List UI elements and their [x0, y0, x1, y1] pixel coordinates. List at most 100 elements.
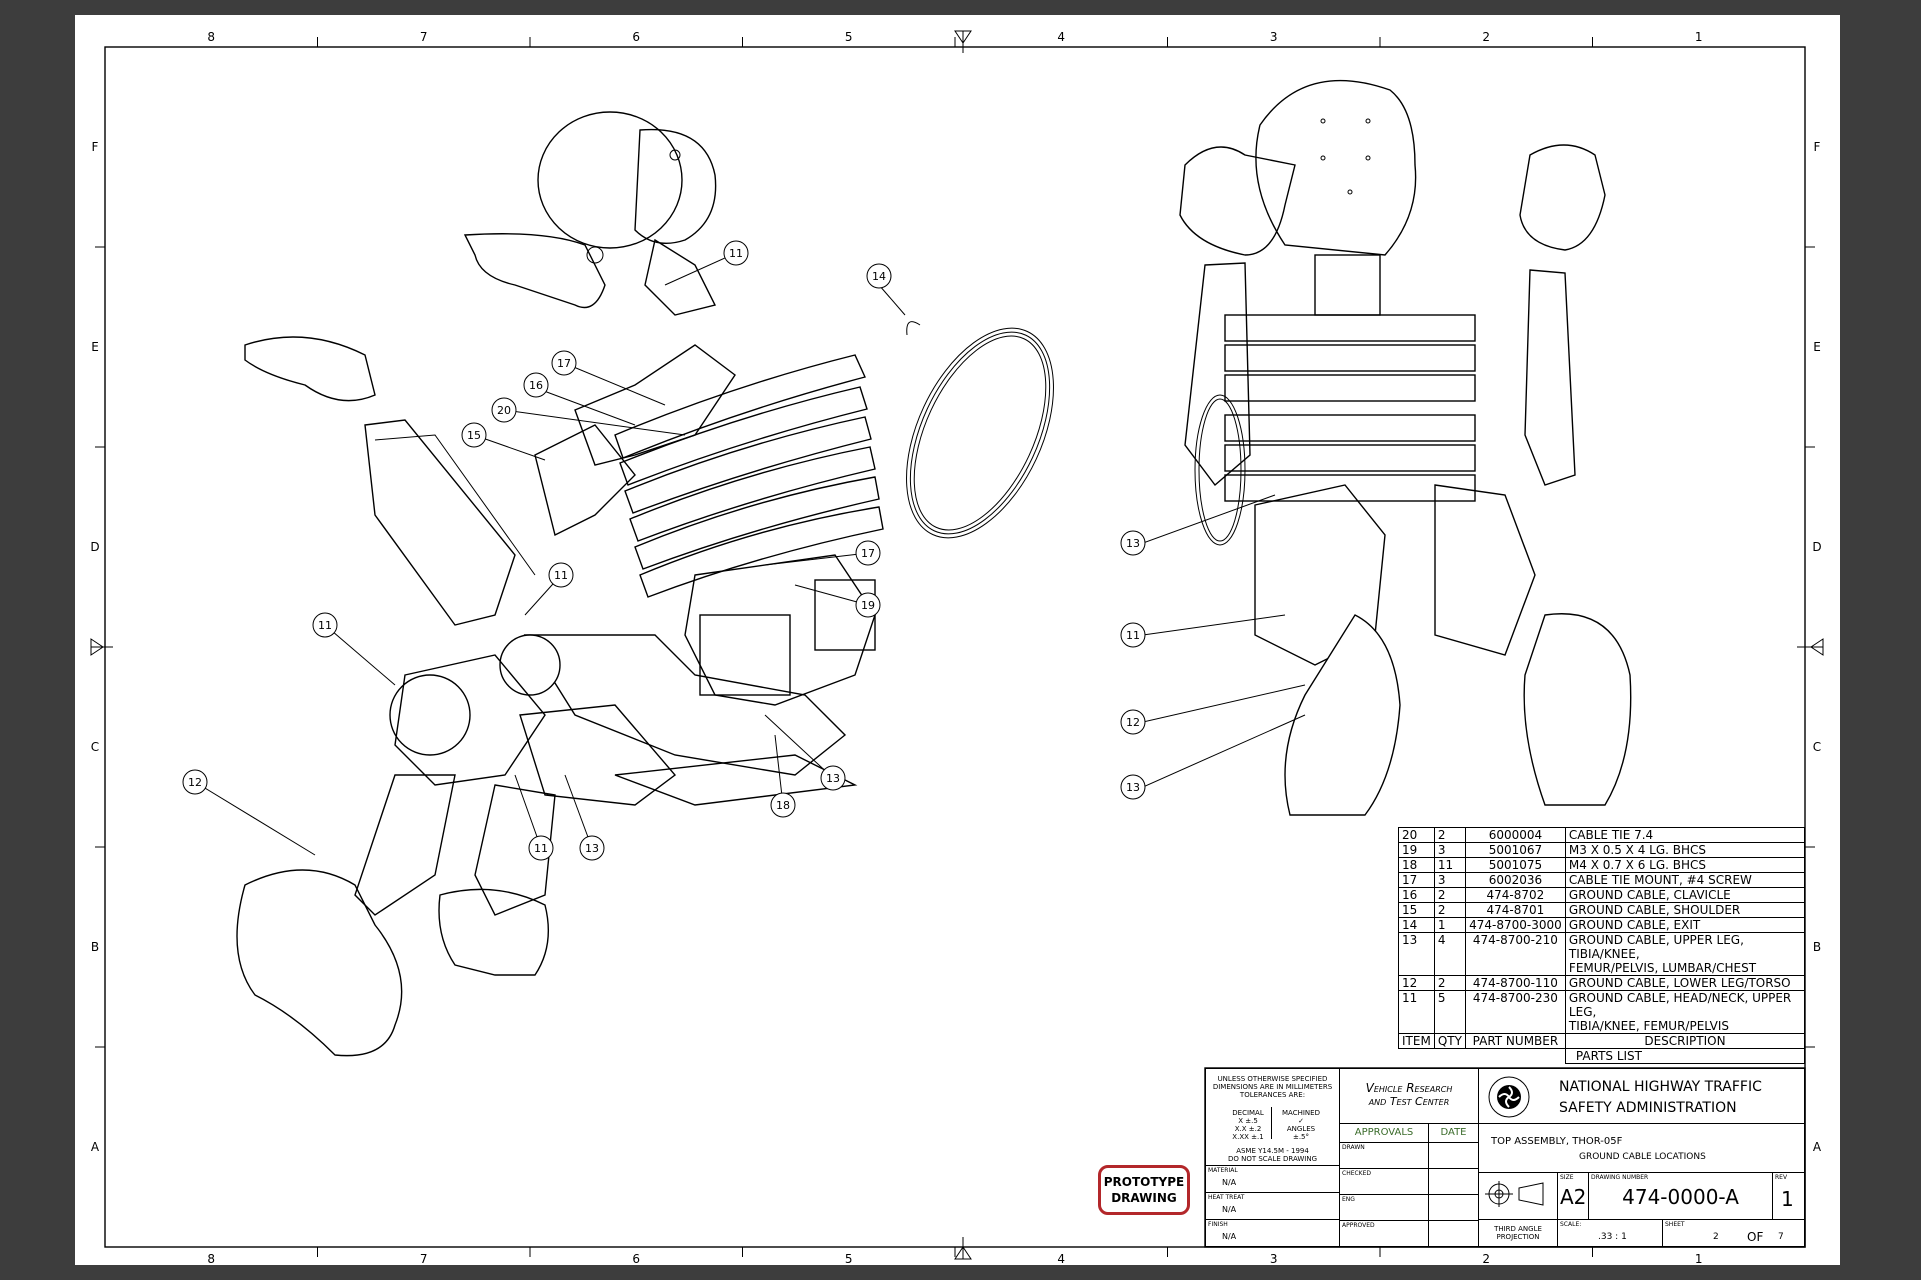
- tolerance-line-2: DIMENSIONS ARE IN MILLIMETERS: [1212, 1083, 1333, 1091]
- left-view-balloon-label: 13: [826, 772, 840, 785]
- rev-label: REV: [1775, 1174, 1788, 1181]
- parts-description: CABLE TIE MOUNT, #4 SCREW: [1564, 872, 1806, 888]
- approved-date-cell: [1428, 1220, 1479, 1247]
- projection-label-cell: THIRD ANGLE PROJECTION: [1478, 1219, 1558, 1247]
- parts-qty: 2: [1433, 975, 1466, 991]
- dot-seal-icon: [1488, 1076, 1530, 1118]
- asme-standard: ASME Y14.5M - 1994: [1236, 1147, 1309, 1155]
- projection-line-1: THIRD ANGLE: [1494, 1225, 1542, 1233]
- stamp-line-2: DRAWING: [1111, 1191, 1177, 1205]
- date-header: DATE: [1428, 1123, 1479, 1143]
- header-description: DESCRIPTION: [1564, 1033, 1806, 1049]
- left-view-balloon-circle: [491, 397, 517, 423]
- eng-date-cell: [1428, 1194, 1479, 1221]
- approved-label: APPROVED: [1342, 1222, 1375, 1229]
- angles-value: ±.5°: [1292, 1133, 1310, 1141]
- column-zone-label: 8: [207, 1252, 215, 1265]
- parts-part-number: 474-8700-210: [1464, 932, 1566, 976]
- parts-qty: 11: [1433, 857, 1466, 873]
- row-zone-label: B: [1813, 940, 1821, 954]
- finish-value: N/A: [1222, 1232, 1237, 1241]
- parts-qty: 2: [1433, 887, 1466, 903]
- left-view-balloon-label: 17: [861, 547, 875, 560]
- decimal-value-3: X.XX ±.1: [1232, 1133, 1264, 1141]
- right-view-dummy: [1179, 79, 1632, 816]
- parts-item: 12: [1398, 975, 1435, 991]
- left-view-balloon-circle: [551, 350, 577, 376]
- left-view-balloon-label: 17: [557, 357, 571, 370]
- finish-label: FINISH: [1208, 1221, 1228, 1228]
- approvals-header: APPROVALS: [1339, 1123, 1429, 1143]
- scale-label: SCALE:: [1560, 1221, 1582, 1228]
- parts-item: 18: [1398, 857, 1435, 873]
- parts-description: GROUND CABLE, HEAD/NECK, UPPER LEG, TIBI…: [1564, 990, 1806, 1034]
- left-view-balloon-label: 16: [529, 379, 543, 392]
- left-view-balloon-label: 11: [729, 247, 743, 260]
- parts-list-header-row: ITEM QTY PART NUMBER DESCRIPTION: [1398, 1033, 1806, 1049]
- center-mark-bottom: [954, 1237, 972, 1260]
- sheet-label: SHEET: [1665, 1221, 1685, 1228]
- parts-description: GROUND CABLE, CLAVICLE: [1564, 887, 1806, 903]
- right-head: [1255, 79, 1417, 256]
- parts-description: M3 X 0.5 X 4 LG. BHCS: [1564, 842, 1806, 858]
- parts-qty: 1: [1433, 917, 1466, 933]
- header-item: ITEM: [1398, 1033, 1435, 1049]
- right-view-balloon-circle: [1120, 774, 1146, 800]
- column-zone-label: 1: [1695, 30, 1703, 44]
- rev-cell: REV 1: [1772, 1172, 1805, 1220]
- left-view-balloon-circle: [523, 372, 549, 398]
- drawn-date-cell: [1428, 1142, 1479, 1169]
- title-cell: TOP ASSEMBLY, THOR-05F GROUND CABLE LOCA…: [1478, 1123, 1805, 1173]
- agency-line-2: SAFETY ADMINISTRATION: [1559, 1100, 1737, 1116]
- row-zone-label: B: [91, 940, 99, 954]
- heat-treat-cell: HEAT TREAT N/A: [1205, 1192, 1340, 1220]
- left-view-balloon-label: 11: [534, 842, 548, 855]
- right-view-balloon-circle: [1120, 530, 1146, 556]
- left-view-balloon-label: 13: [585, 842, 599, 855]
- projection-line-2: PROJECTION: [1496, 1233, 1540, 1241]
- left-view-balloon-label: 20: [497, 404, 511, 417]
- eng-cell: ENG: [1339, 1194, 1429, 1221]
- third-angle-projection-icon: [1485, 1181, 1544, 1207]
- parts-qty: 2: [1433, 902, 1466, 918]
- left-view-balloon-circle: [820, 765, 846, 791]
- row-zone-label: E: [1813, 340, 1821, 354]
- parts-part-number: 474-8700-230: [1464, 990, 1566, 1034]
- size-value: A2: [1560, 1185, 1587, 1209]
- left-view-balloon-circle: [866, 263, 892, 289]
- parts-part-number: 5001067: [1464, 842, 1566, 858]
- left-view-balloon-label: 15: [467, 429, 481, 442]
- decimal-value-2: X.X ±.2: [1234, 1125, 1262, 1133]
- left-view-balloon-circle: [312, 612, 338, 638]
- right-view-balloon-label: 11: [1126, 629, 1140, 642]
- parts-qty: 3: [1433, 872, 1466, 888]
- left-view-balloon-circle: [855, 540, 881, 566]
- header-qty: QTY: [1433, 1033, 1466, 1049]
- machined-check-icon: ✓: [1298, 1117, 1304, 1125]
- checked-label: CHECKED: [1342, 1170, 1372, 1177]
- angles-label: ANGLES: [1286, 1125, 1316, 1133]
- right-view-balloon-label: 13: [1126, 781, 1140, 794]
- column-zone-label: 5: [845, 1252, 853, 1265]
- row-zone-label: F: [92, 140, 99, 154]
- left-view-balloon-label: 11: [554, 569, 568, 582]
- drawn-label: DRAWN: [1342, 1144, 1365, 1151]
- eng-label: ENG: [1342, 1196, 1355, 1203]
- parts-item: 17: [1398, 872, 1435, 888]
- parts-part-number: 5001075: [1464, 857, 1566, 873]
- material-value: N/A: [1222, 1178, 1237, 1187]
- left-view-balloon-circle: [855, 592, 881, 618]
- checked-date-cell: [1428, 1168, 1479, 1195]
- column-zone-label: 4: [1057, 30, 1065, 44]
- parts-part-number: 474-8700-3000: [1464, 917, 1566, 933]
- agency-line-1: NATIONAL HIGHWAY TRAFFIC: [1559, 1079, 1762, 1095]
- heat-treat-label: HEAT TREAT: [1208, 1194, 1245, 1201]
- row-zone-label: F: [1814, 140, 1821, 154]
